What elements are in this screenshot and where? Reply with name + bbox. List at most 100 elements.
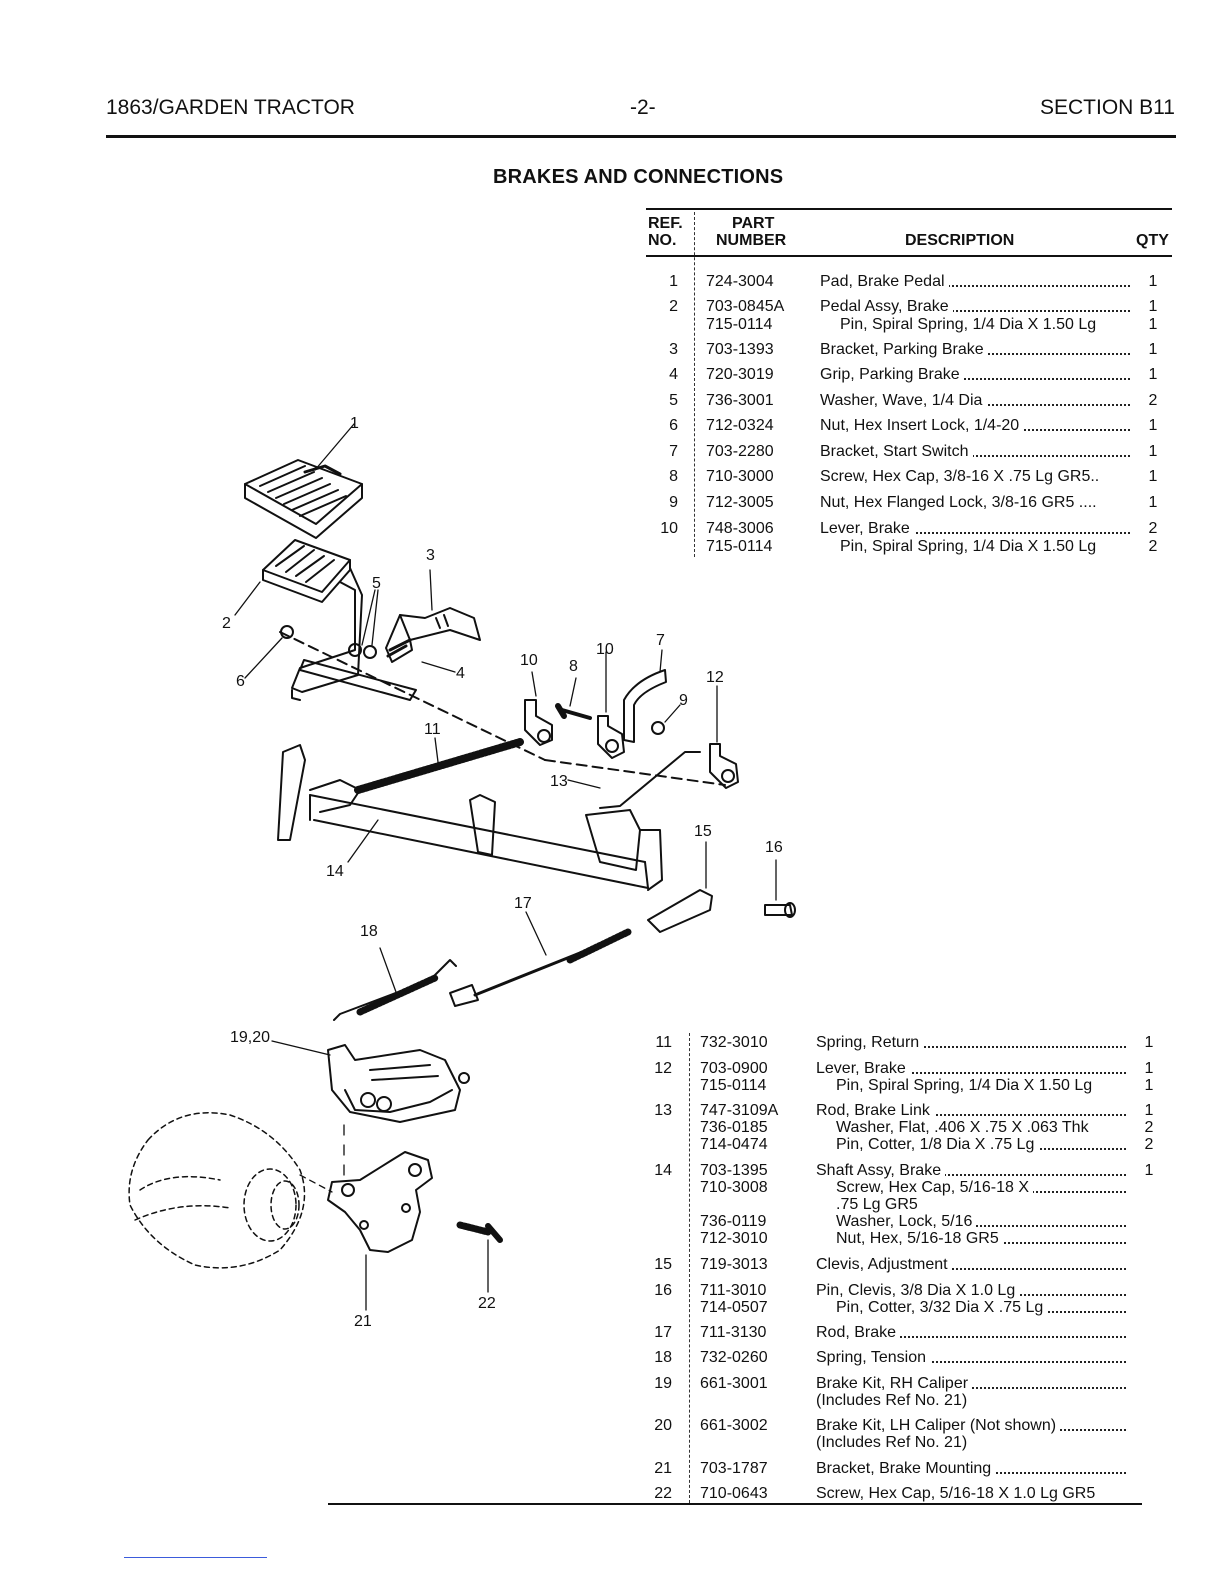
part-number: 720-3019 — [706, 366, 774, 383]
part-description: Washer, Flat, .406 X .75 X .063 Thk — [836, 1118, 1126, 1137]
ref-no: 18 — [654, 1349, 672, 1366]
part-description: Nut, Hex, 5/16-18 GR5 — [836, 1229, 1126, 1248]
part-description: Brake Kit, LH Caliper (Not shown) — [816, 1416, 1126, 1435]
ref-no: 17 — [654, 1324, 672, 1341]
pedal-assy-drawing — [262, 539, 363, 701]
part-number: 715-0114 — [700, 1077, 767, 1094]
ref-no: 1 — [669, 273, 678, 290]
col-part-line1: PART — [732, 215, 775, 232]
brake-lever-10b-drawing — [597, 715, 625, 759]
callout-19-20: 19,20 — [230, 1029, 270, 1046]
part-qty: 1 — [1148, 494, 1158, 511]
part-number: 703-1787 — [700, 1460, 768, 1477]
page-number: -2- — [630, 96, 656, 119]
callout-7: 7 — [656, 632, 665, 649]
part-description: Spring, Tension — [816, 1348, 1126, 1367]
callout-1: 1 — [350, 415, 359, 432]
part-qty: 1 — [1148, 298, 1158, 315]
part-qty: 1 — [1148, 273, 1158, 290]
exploded-parts-diagram: 1 2 3 4 5 6 7 8 9 10 10 11 12 13 14 15 1… — [128, 415, 796, 1330]
callout-11: 11 — [424, 721, 441, 738]
ref-no: 6 — [669, 417, 678, 434]
callout-10a: 10 — [520, 652, 538, 669]
part-qty: 2 — [1148, 520, 1158, 537]
callout-8: 8 — [569, 658, 578, 675]
part-qty: 1 — [1148, 443, 1158, 460]
part-qty: 1 — [1144, 1162, 1154, 1179]
part-number: 736-0185 — [700, 1119, 768, 1136]
part-description: Washer, Wave, 1/4 Dia — [820, 391, 1130, 410]
ref-no: 21 — [654, 1460, 672, 1477]
part-description: Pin, Clevis, 3/8 Dia X 1.0 Lg — [816, 1281, 1126, 1300]
part-qty: 1 — [1148, 468, 1158, 485]
part-number: 724-3004 — [706, 273, 774, 290]
callout-3: 3 — [426, 547, 435, 564]
part-description: Pad, Brake Pedal — [820, 272, 1130, 291]
part-number: 712-0324 — [706, 417, 774, 434]
ref-no: 19 — [654, 1375, 672, 1392]
ref-no: 4 — [669, 366, 678, 383]
part-description: .75 Lg GR5 — [836, 1195, 1126, 1214]
ref-no: 9 — [669, 494, 678, 511]
header-model: 1863/GARDEN TRACTOR — [106, 96, 355, 119]
callout-22: 22 — [478, 1295, 496, 1312]
part-description: Rod, Brake — [816, 1323, 1126, 1342]
brake-shaft-assy-drawing — [277, 744, 663, 891]
callout-18: 18 — [360, 923, 378, 940]
ref-no: 11 — [655, 1034, 672, 1051]
col-ref-line2: NO. — [648, 232, 677, 249]
ref-no: 15 — [654, 1256, 672, 1273]
callout-14: 14 — [326, 863, 344, 880]
part-qty: 2 — [1148, 392, 1158, 409]
part-qty: 1 — [1144, 1034, 1154, 1051]
part-qty: 1 — [1144, 1060, 1154, 1077]
part-number: 714-0507 — [700, 1299, 768, 1316]
part-qty: 1 — [1148, 417, 1158, 434]
wheel-hub-drawing — [128, 1112, 306, 1269]
part-qty: 1 — [1144, 1077, 1154, 1094]
part-description: Rod, Brake Link — [816, 1101, 1126, 1120]
page-title: BRAKES AND CONNECTIONS — [493, 166, 784, 188]
part-qty: 2 — [1144, 1136, 1154, 1153]
header-rule — [106, 135, 1176, 138]
table-top-divider — [694, 212, 695, 557]
part-description: Pin, Cotter, 1/8 Dia X .75 Lg — [836, 1135, 1126, 1154]
part-number: 711-3010 — [700, 1282, 767, 1299]
callout-12: 12 — [706, 669, 724, 686]
part-qty: 1 — [1148, 316, 1158, 333]
brake-lever-12-drawing — [709, 743, 739, 789]
part-number: 719-3013 — [700, 1256, 768, 1273]
part-number: 703-1393 — [706, 341, 774, 358]
part-number: 736-0119 — [700, 1213, 767, 1230]
part-description: Bracket, Start Switch — [820, 442, 1130, 461]
ref-no: 7 — [669, 443, 678, 460]
part-qty: 2 — [1148, 538, 1158, 555]
ref-no: 13 — [654, 1102, 672, 1119]
brake-lever-10a-drawing — [524, 699, 553, 746]
part-description: Bracket, Parking Brake — [820, 340, 1130, 359]
brake-pedal-pad-drawing — [244, 459, 363, 539]
part-description: Lever, Brake — [816, 1059, 1126, 1078]
part-description: Spring, Return — [816, 1033, 1126, 1052]
ref-no: 3 — [669, 341, 678, 358]
part-number: 736-3001 — [706, 392, 774, 409]
part-description: Screw, Hex Cap, 5/16-18 X 1.0 Lg GR5 — [816, 1484, 1126, 1503]
part-qty: 2 — [1144, 1119, 1154, 1136]
part-description: Grip, Parking Brake — [820, 365, 1130, 384]
parking-brake-bracket-drawing — [385, 607, 481, 663]
part-description: Clevis, Adjustment — [816, 1255, 1126, 1274]
callout-15: 15 — [694, 823, 712, 840]
ref-no: 10 — [660, 520, 678, 537]
part-number: 732-3010 — [700, 1034, 768, 1051]
part-description: Pin, Spiral Spring, 1/4 Dia X 1.50 Lg — [840, 537, 1130, 556]
col-part-line2: NUMBER — [716, 232, 787, 249]
part-number: 710-3000 — [706, 468, 774, 485]
table-bottom-divider — [689, 1033, 690, 1503]
callout-10b: 10 — [596, 641, 614, 658]
part-description: Washer, Lock, 5/16 — [836, 1212, 1126, 1231]
col-description: DESCRIPTION — [905, 232, 1015, 249]
table-bottom-rule — [328, 1503, 1142, 1505]
callout-13: 13 — [550, 773, 568, 790]
part-number: 714-0474 — [700, 1136, 768, 1153]
part-number: 703-2280 — [706, 443, 774, 460]
